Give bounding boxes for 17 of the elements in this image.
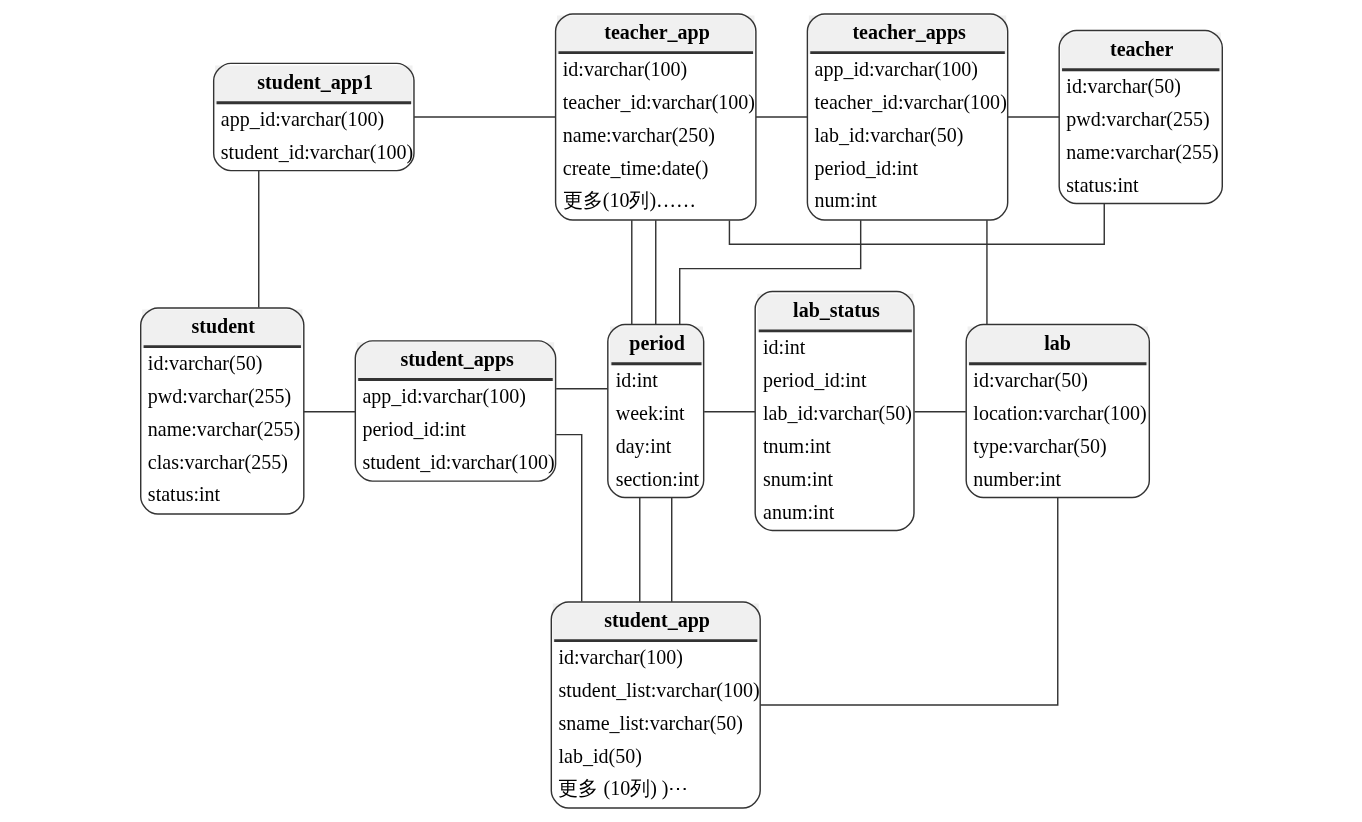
- connector: [754, 116, 808, 118]
- connector: [913, 411, 967, 413]
- connector: [759, 496, 1058, 706]
- connector: [654, 219, 656, 325]
- connector: [638, 496, 640, 603]
- connector: [678, 219, 861, 325]
- connector: [554, 433, 582, 603]
- connector: [985, 219, 988, 325]
- connector: [670, 496, 672, 603]
- connector: [702, 411, 756, 413]
- connector: [302, 411, 356, 413]
- connector: [412, 116, 556, 118]
- connector: [1006, 116, 1060, 118]
- connector: [554, 388, 608, 390]
- connector: [728, 203, 1105, 246]
- connector: [257, 170, 259, 309]
- connector: [630, 219, 632, 325]
